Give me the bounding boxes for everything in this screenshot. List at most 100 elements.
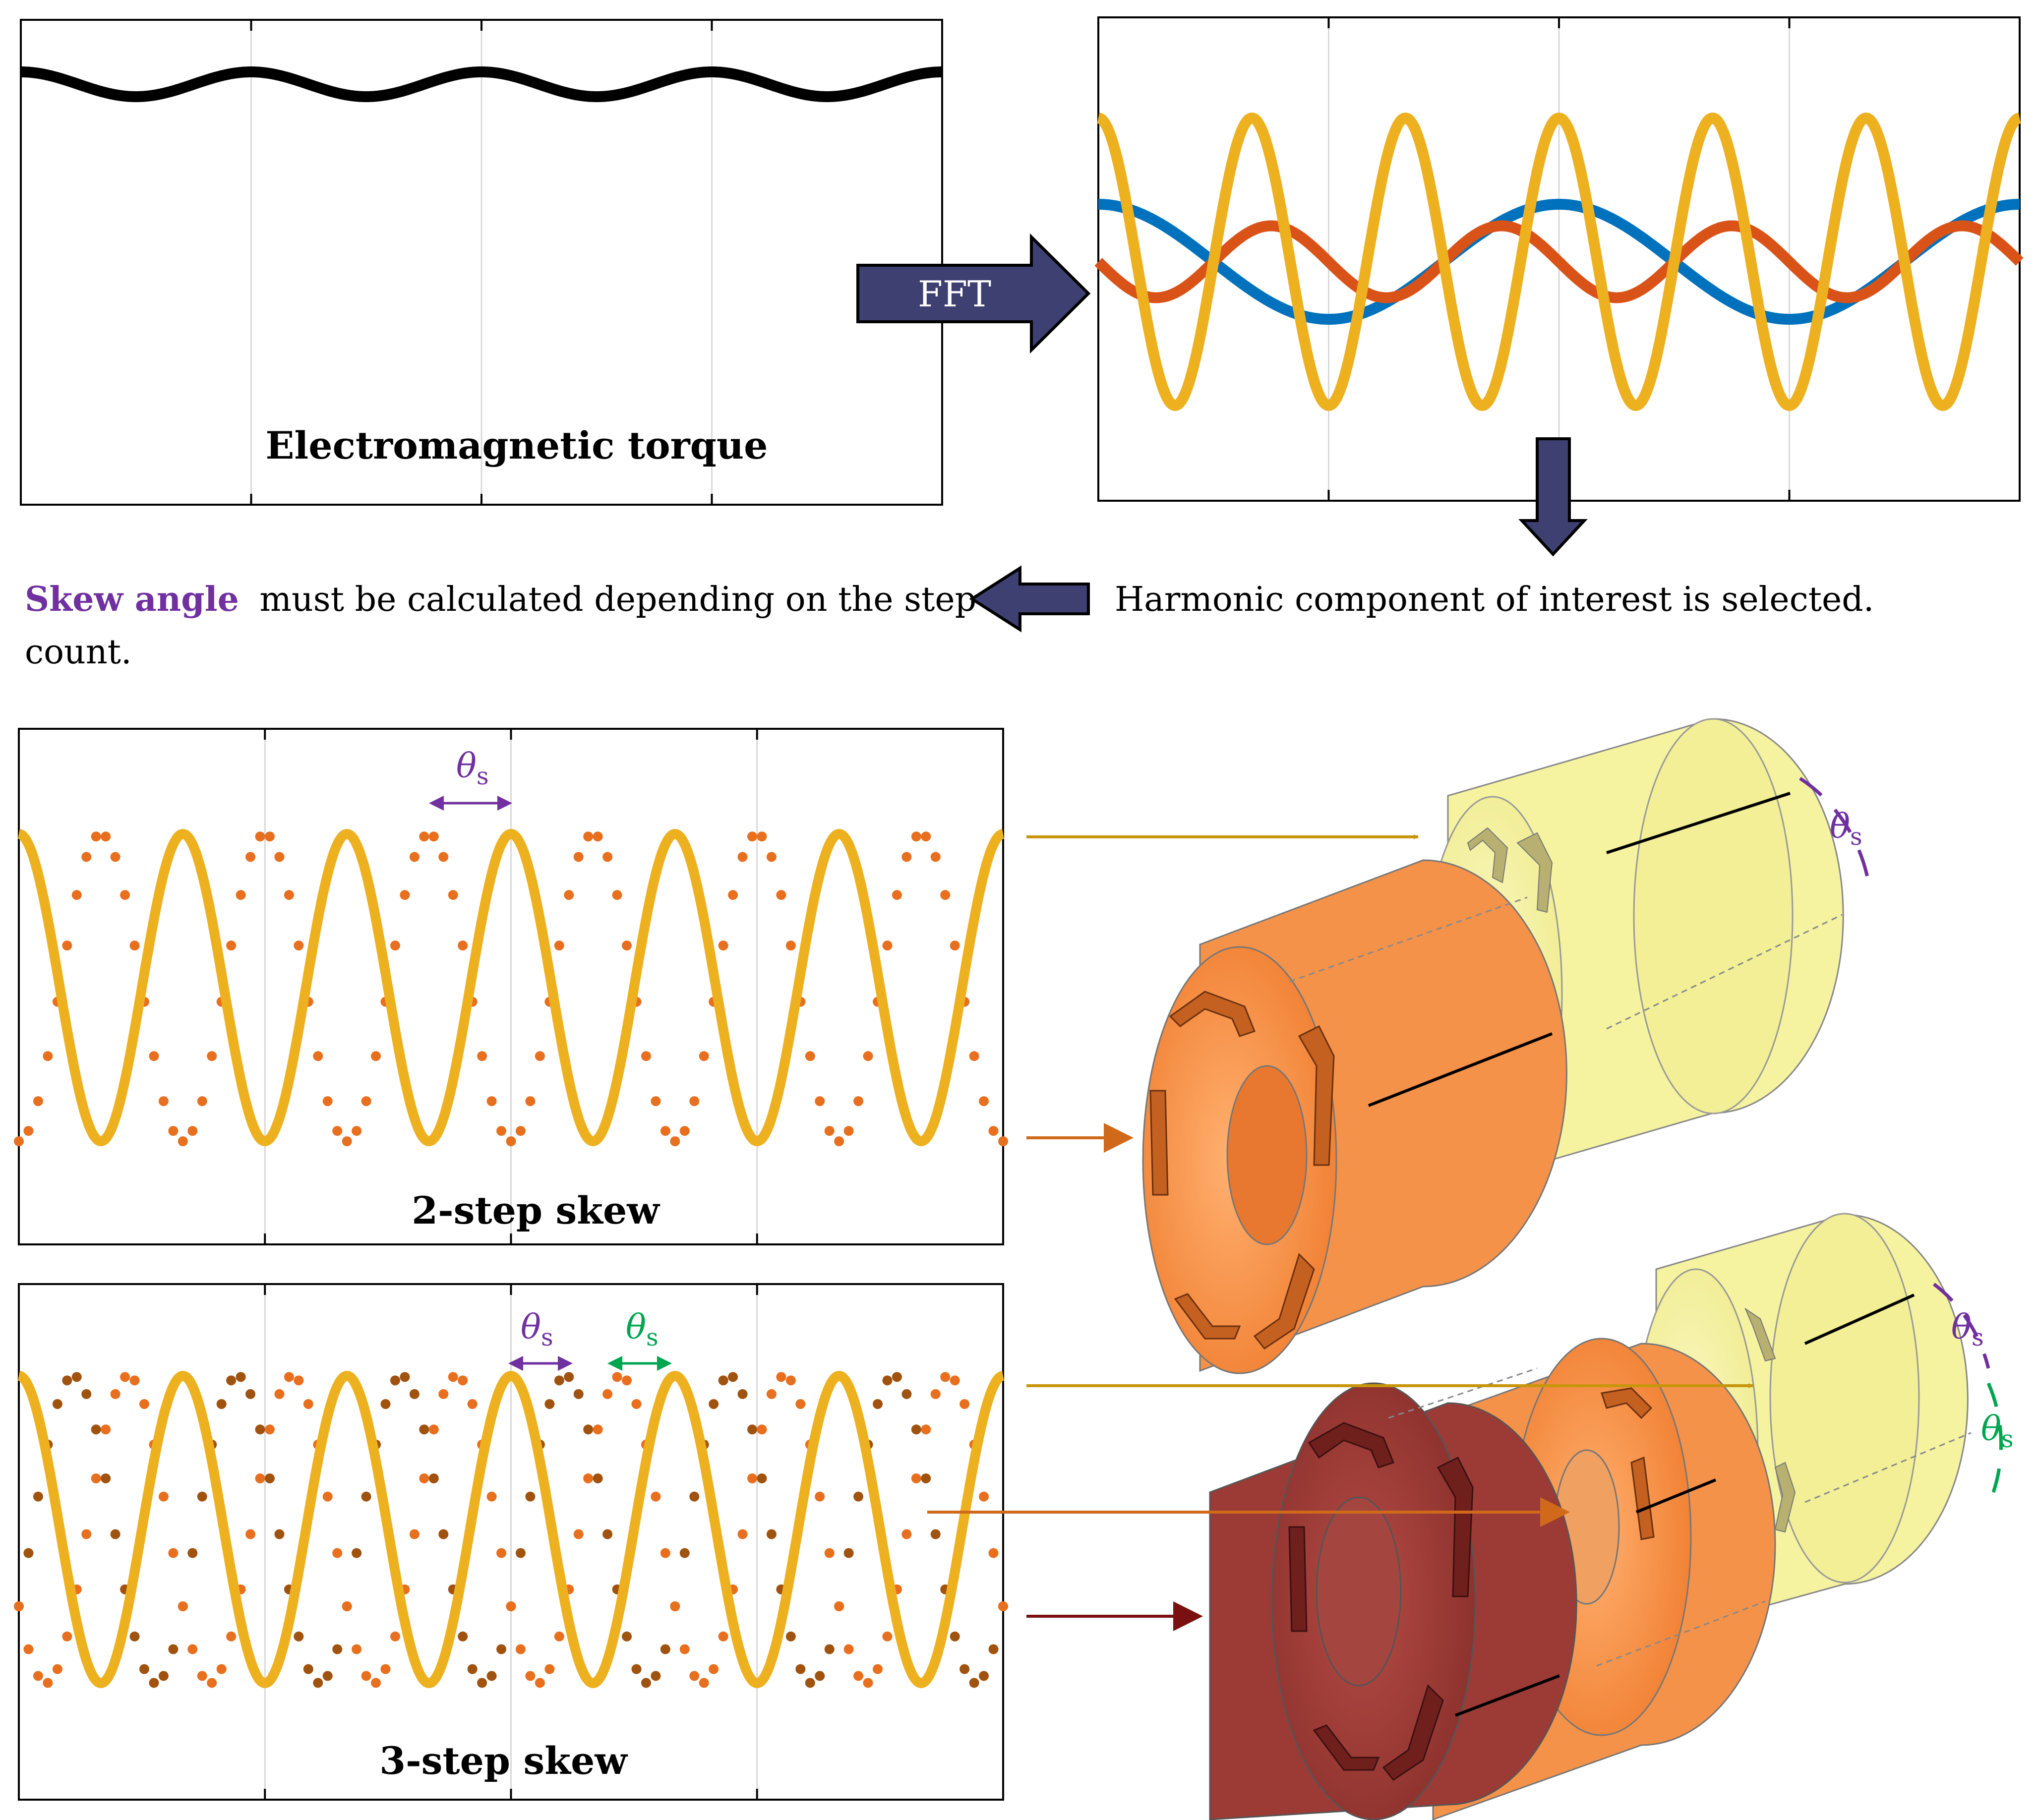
two-step-panel: 2-step skew θs	[14, 728, 1008, 1245]
series-1-point	[506, 1601, 516, 1611]
series-1-point	[544, 1664, 555, 1674]
series-2-point	[882, 1375, 893, 1386]
series-1-point	[718, 940, 728, 951]
series-1-point	[158, 1491, 169, 1502]
series-1-point	[274, 1389, 285, 1399]
series-1-point	[187, 1644, 198, 1654]
down-arrow	[1518, 437, 1588, 557]
series-1-point	[120, 1372, 130, 1382]
series-1-point	[264, 831, 275, 842]
series-1-point	[679, 1644, 690, 1654]
three-step-label: 3-step skew	[379, 1739, 628, 1783]
two-step-theta-arc	[1799, 777, 1871, 888]
series-2-point	[226, 1375, 237, 1386]
series-2-point	[139, 1664, 149, 1674]
series-2-point	[766, 1529, 777, 1539]
series-1-point	[824, 1548, 835, 1558]
series-1-point	[101, 831, 111, 842]
series-1-point	[168, 1126, 179, 1136]
series-2-point	[622, 1631, 632, 1642]
series-2-point	[352, 1548, 362, 1558]
series-2-point	[236, 1372, 246, 1382]
series-1-point	[583, 831, 594, 842]
series-2-point	[795, 1664, 806, 1674]
series-2-point	[583, 1424, 594, 1435]
series-1-point	[602, 852, 613, 862]
series-1-point	[332, 1548, 343, 1558]
series-1-point	[757, 831, 767, 842]
series-1-point	[120, 890, 130, 900]
series-1-point	[33, 1096, 43, 1107]
three-step-theta-2: θs	[626, 1308, 659, 1351]
series-1-point	[448, 1372, 458, 1382]
series-1-point	[506, 1136, 516, 1146]
series-2-point	[689, 1491, 700, 1502]
series-1-point	[23, 1126, 34, 1136]
three-step-rotor: θs θs	[1209, 1213, 2014, 1820]
series-1-point	[284, 890, 294, 900]
harmonic-text: Harmonic component of interest is select…	[1115, 580, 1874, 619]
series-2-point	[101, 1473, 111, 1483]
rotor3-disc-darkred	[1209, 1367, 1577, 1820]
series-1-point	[728, 890, 738, 900]
series-2-point	[409, 1389, 419, 1399]
series-1-point	[322, 1096, 333, 1107]
series-1-point	[843, 1644, 854, 1654]
series-1-point	[101, 1424, 111, 1435]
series-2-point	[245, 1389, 256, 1399]
series-1-point	[168, 1548, 179, 1558]
series-1-point	[998, 1601, 1008, 1611]
two-step-grid	[264, 729, 758, 1244]
skew-text-rest: must be calculated depending on the step	[259, 580, 976, 619]
series-1-point	[699, 1051, 709, 1061]
series-2-point	[709, 1399, 719, 1409]
series-2-point	[853, 1491, 864, 1502]
series-1-point	[930, 852, 941, 862]
two-step-theta: θs	[456, 747, 489, 790]
series-2-point	[332, 1644, 343, 1654]
series-1-point	[535, 1678, 545, 1688]
series-2-point	[428, 1473, 439, 1483]
series-2-point	[313, 1678, 323, 1688]
series-1-point	[496, 1126, 507, 1136]
series-1-point	[882, 940, 893, 951]
series-1-point	[197, 1671, 207, 1681]
series-1-point	[207, 1051, 217, 1061]
series-1-point	[245, 1529, 256, 1539]
series-1-point	[294, 1375, 304, 1386]
fft-label: FFT	[918, 273, 991, 315]
series-1-point	[525, 1096, 536, 1107]
series-1-point	[400, 890, 410, 900]
series-1-point	[583, 1473, 594, 1483]
series-1-point	[43, 1678, 53, 1688]
series-1-point	[921, 831, 931, 842]
series-1-point	[91, 831, 101, 842]
series-1-point	[428, 1424, 439, 1435]
series-1-point	[815, 1491, 825, 1502]
series-1-point	[892, 890, 902, 900]
series-1-point	[921, 1424, 931, 1435]
three-step-theta-arc-1	[1932, 1283, 1990, 1369]
series-1-point	[911, 831, 921, 842]
fft-arrow-shape	[856, 233, 1091, 354]
series-1-point	[486, 1096, 497, 1107]
series-1-point	[139, 1399, 149, 1409]
series-1-point	[390, 1631, 400, 1642]
series-1-point	[322, 1491, 333, 1502]
series-2-point	[737, 1389, 748, 1399]
series-1-point	[110, 1389, 120, 1399]
series-1-point	[535, 1051, 545, 1061]
series-1-point	[515, 1644, 526, 1654]
series-1-point	[525, 1671, 536, 1681]
series-1-point	[226, 940, 237, 951]
series-1-point	[737, 1529, 748, 1539]
series-1-point	[882, 1631, 893, 1642]
series-2-point	[400, 1372, 410, 1382]
series-1-point	[843, 1126, 854, 1136]
series-2-point	[921, 1473, 931, 1483]
series-1-point	[785, 940, 796, 951]
series-1-point	[709, 1664, 719, 1674]
series-1-point	[940, 890, 951, 900]
series-1-point	[573, 852, 584, 862]
series-1-point	[264, 1424, 275, 1435]
